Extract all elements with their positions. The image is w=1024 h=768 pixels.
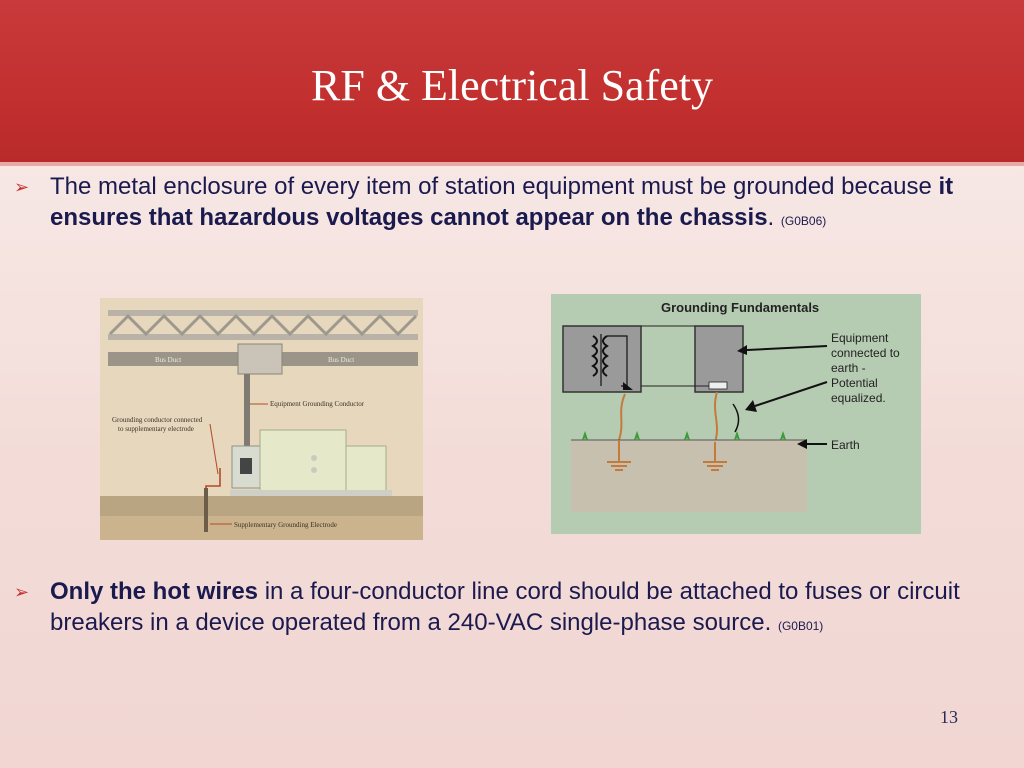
transformer-arrow bbox=[623, 382, 633, 390]
bullet-2-text: in a four-conductor line cord should be … bbox=[50, 578, 960, 636]
grounding-conductor-label-1: Grounding conductor connected bbox=[112, 416, 203, 424]
pointer-arrowhead bbox=[737, 345, 747, 355]
equipment-label-3: earth - bbox=[831, 361, 866, 375]
question-code-2: (G0B01) bbox=[777, 619, 824, 633]
equalize-arc bbox=[732, 403, 740, 433]
equipment-label-5: equalized. bbox=[831, 391, 886, 405]
bullet-1-text: The metal enclosure of every item of sta… bbox=[50, 173, 939, 200]
machine-base bbox=[230, 490, 392, 496]
ground-wire-left bbox=[618, 393, 626, 441]
bullet-1-post: . bbox=[767, 204, 775, 231]
junction-box bbox=[237, 343, 283, 375]
conduit bbox=[244, 374, 250, 452]
grass-tufts bbox=[582, 430, 786, 441]
pointer-arrowhead bbox=[797, 439, 807, 449]
title-banner-rule bbox=[0, 162, 1024, 166]
equipment-label-2: connected to bbox=[831, 346, 900, 360]
ground-rod bbox=[204, 488, 208, 532]
equipment-box bbox=[694, 325, 744, 393]
arrowhead-bullet-icon: ➢ bbox=[14, 582, 30, 603]
bullet-1-bold: it ensures that hazardous voltages canno… bbox=[50, 173, 954, 231]
earth-label: Earth bbox=[831, 438, 860, 452]
bullet-text-1: The metal enclosure of every item of sta… bbox=[50, 171, 1000, 237]
bus-duct-left-label: Bus Duct bbox=[155, 356, 181, 364]
machine-body bbox=[259, 429, 347, 493]
machine-knob bbox=[311, 455, 317, 461]
pointer-arrowhead bbox=[745, 400, 757, 412]
grounding-conductor-label-2: to supplementary electrode bbox=[118, 425, 194, 433]
grounding-fundamentals-title: Grounding Fundamentals bbox=[661, 300, 819, 315]
transformer-coil-right bbox=[602, 335, 609, 377]
bullet-text-2: Only the hot wires in a four-conductor l… bbox=[50, 576, 1000, 642]
truss-top-chord bbox=[108, 310, 418, 316]
ground-layer bbox=[100, 516, 423, 540]
page-number: 13 bbox=[940, 707, 958, 727]
bus-duct-right-label: Bus Duct bbox=[328, 356, 354, 364]
pointer-arrow bbox=[754, 381, 828, 407]
slide-title: RF & Electrical Safety bbox=[311, 61, 713, 110]
machine-knob bbox=[311, 467, 317, 473]
question-code-1: (G0B06) bbox=[780, 214, 827, 228]
ground-wire-right bbox=[714, 391, 718, 443]
equipment-label-1: Equipment bbox=[831, 331, 889, 345]
floor-slab bbox=[100, 496, 423, 516]
pointer-arrow bbox=[746, 345, 828, 351]
equipment-label-4: Potential bbox=[831, 376, 878, 390]
bus-duct-left bbox=[108, 352, 238, 366]
supplementary-electrode-label: Supplementary Grounding Electrode bbox=[234, 521, 337, 529]
transformer-box bbox=[562, 325, 642, 393]
transformer-coil-left bbox=[591, 335, 598, 377]
title-banner bbox=[0, 0, 1024, 162]
equipment-grounding-conductor-label: Equipment Grounding Conductor bbox=[270, 400, 365, 408]
terminal-block bbox=[708, 381, 728, 390]
machine-side bbox=[345, 445, 387, 493]
truss-web bbox=[108, 313, 418, 337]
panel-meter bbox=[240, 458, 252, 474]
truss-bottom-chord bbox=[108, 334, 418, 340]
label-leader bbox=[209, 423, 219, 475]
grounding-fundamentals-diagram: Grounding Fundamentals Equipment connect… bbox=[551, 294, 921, 534]
arrowhead-bullet-icon: ➢ bbox=[14, 177, 30, 198]
bullet-2-bold: Only the hot wires bbox=[50, 578, 259, 605]
earth-block bbox=[571, 440, 807, 512]
grounding-building-diagram: Bus Duct Bus Duct Equipment Grounding Co… bbox=[100, 298, 423, 540]
bus-duct-right bbox=[282, 352, 418, 366]
